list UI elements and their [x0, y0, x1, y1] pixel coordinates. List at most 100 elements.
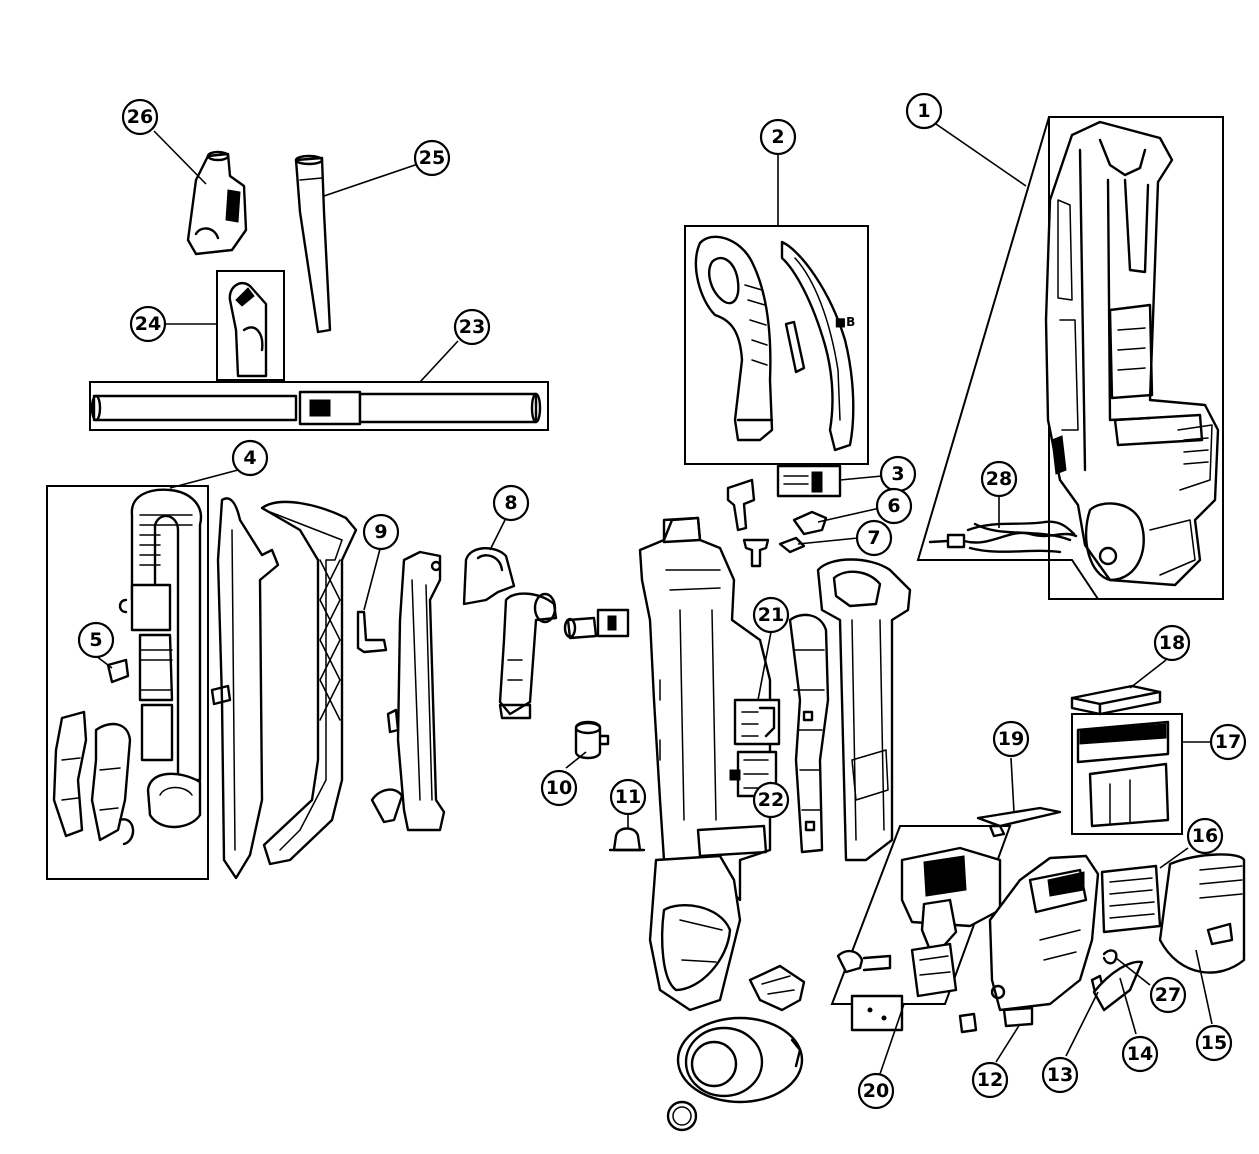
part-12-dirt-cup	[958, 854, 1100, 1034]
callout-label: 12	[977, 1069, 1003, 1091]
callout-label: 7	[867, 527, 880, 549]
callout-20: 20	[857, 1072, 895, 1110]
part-14-door	[1092, 960, 1144, 1012]
inner-frame	[370, 550, 446, 832]
handle-assembly: ■B	[694, 235, 855, 452]
dusting-brush	[228, 281, 268, 378]
callout-label: 13	[1047, 1064, 1073, 1086]
callout-label: 25	[419, 147, 445, 169]
callout-10: 10	[540, 769, 578, 807]
callout-26: 26	[121, 98, 159, 136]
callout-label: 27	[1155, 984, 1181, 1006]
callout-13: 13	[1041, 1056, 1079, 1094]
callout-label: 24	[135, 313, 161, 335]
callout-21: 21	[752, 596, 790, 634]
power-cord	[928, 520, 1078, 554]
callout-label: 15	[1201, 1032, 1227, 1054]
part-11-clip	[608, 827, 646, 852]
callout-label: 10	[546, 777, 572, 799]
upholstery-tool	[186, 150, 248, 256]
callout-label: 23	[459, 316, 485, 338]
callout-24: 24	[129, 305, 167, 343]
side-panel	[260, 500, 358, 866]
callout-label: 16	[1192, 825, 1218, 847]
callout-22: 22	[752, 781, 790, 819]
callout-label: 20	[863, 1080, 889, 1102]
leader-lines	[95, 123, 1213, 1075]
wand-holder	[52, 710, 135, 846]
callout-label: 5	[89, 629, 102, 651]
callout-label: 11	[615, 786, 641, 808]
callout-8: 8	[492, 484, 530, 522]
callout-12: 12	[971, 1061, 1009, 1099]
elbow-pipe	[462, 547, 558, 720]
hose-assembly	[118, 488, 203, 829]
label-part	[776, 464, 842, 498]
group-box-2	[684, 225, 869, 465]
callout-3: 3	[879, 455, 917, 493]
callout-label: 1	[917, 100, 930, 122]
hose-clip	[106, 658, 130, 684]
callout-23: 23	[453, 308, 491, 346]
callout-label: 22	[758, 789, 784, 811]
callout-label: 2	[771, 126, 784, 148]
callout-label: 8	[504, 492, 517, 514]
screw-part	[742, 538, 770, 568]
group-box-23	[89, 381, 549, 431]
crevice-tool	[294, 154, 332, 334]
main-body	[638, 516, 772, 1012]
front-cover	[816, 558, 912, 862]
callout-28: 28	[980, 460, 1018, 498]
callout-label: 17	[1215, 731, 1241, 753]
part-27-spring	[1102, 949, 1118, 965]
callout-label: 18	[1159, 632, 1185, 654]
cord-hook	[726, 478, 756, 532]
part-15-filter-cover	[1158, 853, 1246, 974]
center-hose	[788, 613, 830, 854]
part-17-filter	[1076, 720, 1170, 828]
part-21-plate	[733, 698, 781, 746]
group-box-1-cord-extension	[916, 116, 1099, 600]
pipe-connector	[563, 616, 598, 640]
motor-fan-assembly	[836, 846, 1002, 1032]
callout-25: 25	[413, 139, 451, 177]
extension-wand	[90, 390, 542, 426]
callout-4: 4	[231, 439, 269, 477]
pipe-coupler	[596, 608, 630, 638]
motor-housing	[676, 1016, 804, 1104]
callout-label: 28	[986, 468, 1012, 490]
callout-label: 9	[374, 521, 387, 543]
svg-text:■B: ■B	[835, 315, 855, 329]
group-box-24	[216, 270, 285, 381]
callout-label: 6	[887, 495, 900, 517]
callout-label: 26	[127, 106, 153, 128]
callout-9: 9	[362, 513, 400, 551]
callout-7: 7	[855, 519, 893, 557]
group-box-20	[830, 825, 1012, 1005]
rear-cover-strip	[210, 497, 280, 880]
callout-27: 27	[1149, 976, 1187, 1014]
callout-6: 6	[875, 487, 913, 525]
callout-14: 14	[1121, 1035, 1159, 1073]
part-18-filter-pad	[1070, 684, 1162, 716]
callout-label: 3	[891, 463, 904, 485]
callout-label: 19	[998, 728, 1024, 750]
part-19-grille	[976, 806, 1062, 838]
callout-17: 17	[1209, 723, 1247, 761]
callout-19: 19	[992, 720, 1030, 758]
part-16-filter	[1100, 864, 1162, 934]
part-6-clip	[792, 510, 828, 536]
callout-15: 15	[1195, 1024, 1233, 1062]
callout-5: 5	[77, 621, 115, 659]
callout-label: 4	[243, 447, 256, 469]
callout-11: 11	[609, 778, 647, 816]
callout-label: 14	[1127, 1043, 1153, 1065]
callout-1: 1	[905, 92, 943, 130]
brush-bracket	[748, 964, 806, 1012]
callout-2: 2	[759, 118, 797, 156]
callout-16: 16	[1186, 817, 1224, 855]
gasket-ring	[666, 1100, 698, 1132]
part-7-clip	[778, 536, 806, 554]
group-box-4	[46, 485, 209, 880]
